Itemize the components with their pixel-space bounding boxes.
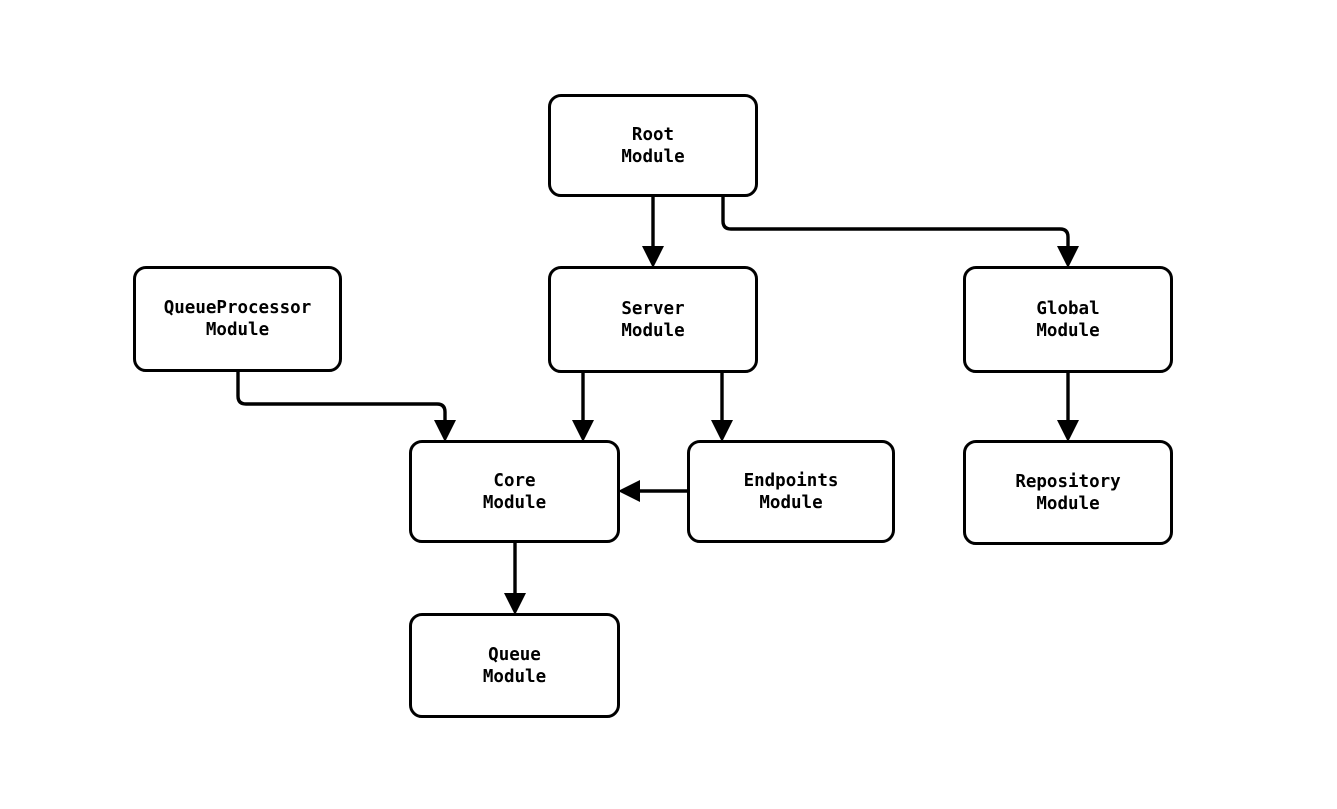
node-label-line1: Root	[631, 124, 675, 145]
node-label-line1: Server	[621, 298, 685, 319]
edge-endpoints-to-core	[618, 480, 689, 502]
node-server-module[interactable]: Server Module	[548, 266, 758, 373]
node-label-line1: Core	[493, 470, 536, 491]
node-label-line1: Repository	[1015, 471, 1121, 492]
edge-server-to-core	[572, 373, 594, 442]
edge-server-to-endpoints	[711, 373, 733, 442]
node-root-module[interactable]: Root Module	[548, 94, 758, 197]
node-label-line2: Module	[621, 146, 685, 167]
node-label-line2: Module	[1036, 493, 1100, 514]
edge-global-to-repository	[1057, 373, 1079, 442]
edge-core-to-queue	[504, 543, 526, 615]
node-label-line1: Queue	[488, 644, 541, 665]
node-global-module[interactable]: Global Module	[963, 266, 1173, 373]
edge-root-to-server	[642, 197, 664, 268]
node-label-line2: Module	[621, 320, 685, 341]
node-label-line2: Module	[1036, 320, 1100, 341]
node-queue-module[interactable]: Queue Module	[409, 613, 620, 718]
edge-queueprocessor-to-core	[236, 372, 456, 442]
node-label-line2: Module	[482, 666, 547, 687]
node-label-line2: Module	[482, 492, 547, 513]
node-repository-module[interactable]: Repository Module	[963, 440, 1173, 545]
node-core-module[interactable]: Core Module	[409, 440, 620, 543]
node-queueprocessor-module[interactable]: QueueProcessor Module	[133, 266, 342, 372]
node-endpoints-module[interactable]: Endpoints Module	[687, 440, 895, 543]
edge-root-to-global	[721, 197, 1079, 268]
node-label-line1: Endpoints	[743, 470, 839, 491]
node-label-line1: QueueProcessor	[163, 298, 312, 318]
node-label-line2: Module	[759, 492, 823, 513]
node-label-line2: Module	[205, 320, 270, 340]
node-label-line1: Global	[1036, 298, 1100, 319]
